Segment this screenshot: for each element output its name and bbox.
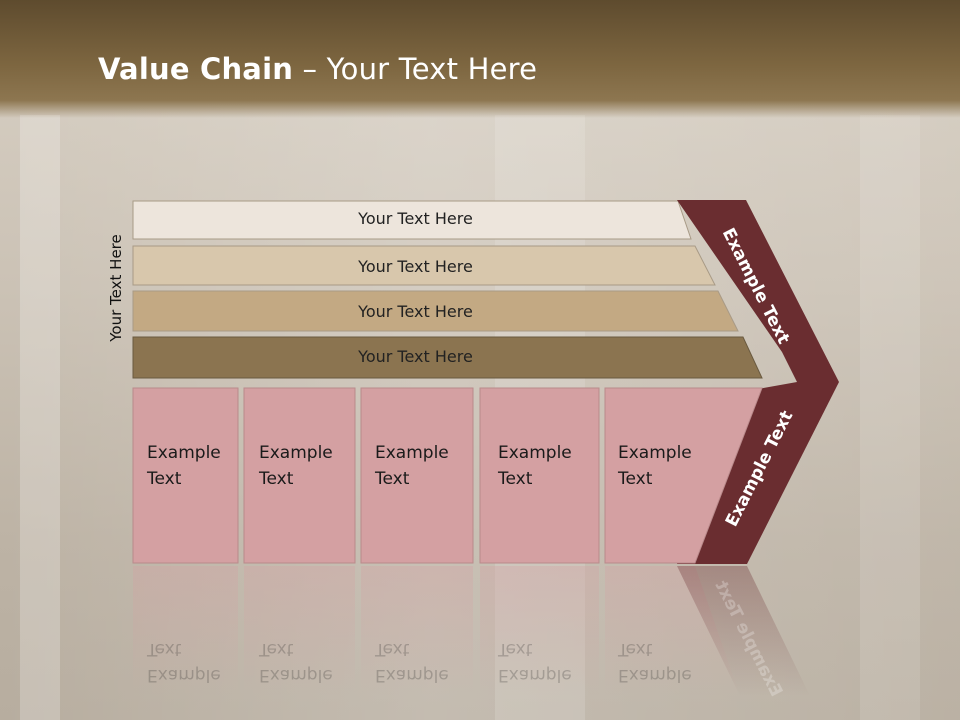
band-3-label: Your Text Here — [358, 302, 473, 321]
cell-2 — [243, 387, 356, 564]
band-4 — [132, 336, 763, 379]
cell-1 — [132, 387, 239, 564]
cell-4 — [479, 387, 600, 564]
title-bar — [0, 0, 960, 118]
band-2-label: Your Text Here — [358, 257, 473, 276]
band-2 — [132, 245, 716, 286]
cell-3 — [360, 387, 474, 564]
cell-1-reflection — [133, 566, 238, 696]
arrow-upper-segment — [677, 200, 839, 382]
cell-4-reflection — [480, 566, 599, 696]
arrow-reflection — [677, 566, 810, 696]
arrow-lower-segment — [677, 382, 839, 564]
background-column — [860, 115, 920, 720]
band-3 — [132, 290, 739, 332]
title-rest: – Your Text Here — [293, 52, 538, 86]
cell-2-reflection — [244, 566, 355, 696]
slide-title: Value Chain – Your Text Here — [98, 52, 537, 86]
cell-3-reflection — [361, 566, 473, 696]
band-4-label: Your Text Here — [358, 347, 473, 366]
band-1 — [132, 200, 692, 240]
band-1-label: Your Text Here — [358, 209, 473, 228]
title-bold: Value Chain — [98, 52, 294, 86]
background-column — [20, 115, 60, 720]
cell-5 — [604, 387, 763, 564]
